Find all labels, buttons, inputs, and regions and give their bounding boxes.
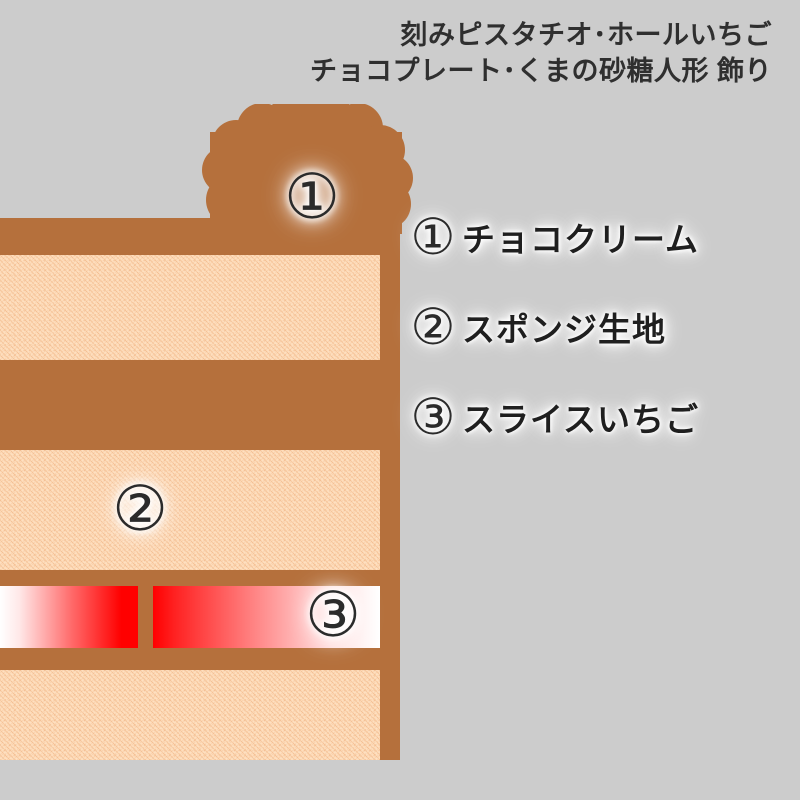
legend-label-3: スライスいちご (462, 401, 700, 438)
layer-top-chocolate-cream (0, 218, 380, 255)
chocolate-rosette-decoration (196, 104, 414, 234)
cake-cross-section: ① ② ③ (0, 100, 420, 772)
legend-item-strawberry: ③ スライスいちご (404, 386, 699, 448)
title-line-1: 刻みピスタチオ･ホールいちご (400, 20, 772, 50)
legend-item-sponge: ② スポンジ生地 (404, 296, 666, 358)
legend-label-2: スポンジ生地 (462, 311, 666, 348)
legend-label-1: チョコクリーム (462, 221, 700, 258)
layer-sponge-3 (0, 670, 380, 760)
legend-number-2: ② (410, 298, 456, 356)
title-line-2: チョコプレート･くまの砂糖人形 飾り (309, 55, 772, 86)
cake-body (0, 218, 400, 760)
layer-sponge-1 (0, 255, 380, 360)
legend-number-1: ① (410, 208, 456, 266)
strawberry-slice (153, 586, 380, 648)
layer-strawberry-slices (0, 586, 380, 648)
legend-item-chocolate-cream: ① チョコクリーム (404, 206, 699, 268)
page-title: 刻みピスタチオ･ホールいちご チョコプレート･くまの砂糖人形 飾り (0, 18, 790, 89)
layer-sponge-2 (0, 450, 380, 570)
strawberry-slice (0, 586, 138, 648)
layer-chocolate-cream-4 (0, 648, 380, 670)
layer-chocolate-cream-3 (0, 570, 380, 586)
legend-number-3: ③ (410, 388, 456, 446)
strawberry-slice-gap (138, 586, 153, 648)
layer-chocolate-cream-2 (0, 360, 380, 450)
